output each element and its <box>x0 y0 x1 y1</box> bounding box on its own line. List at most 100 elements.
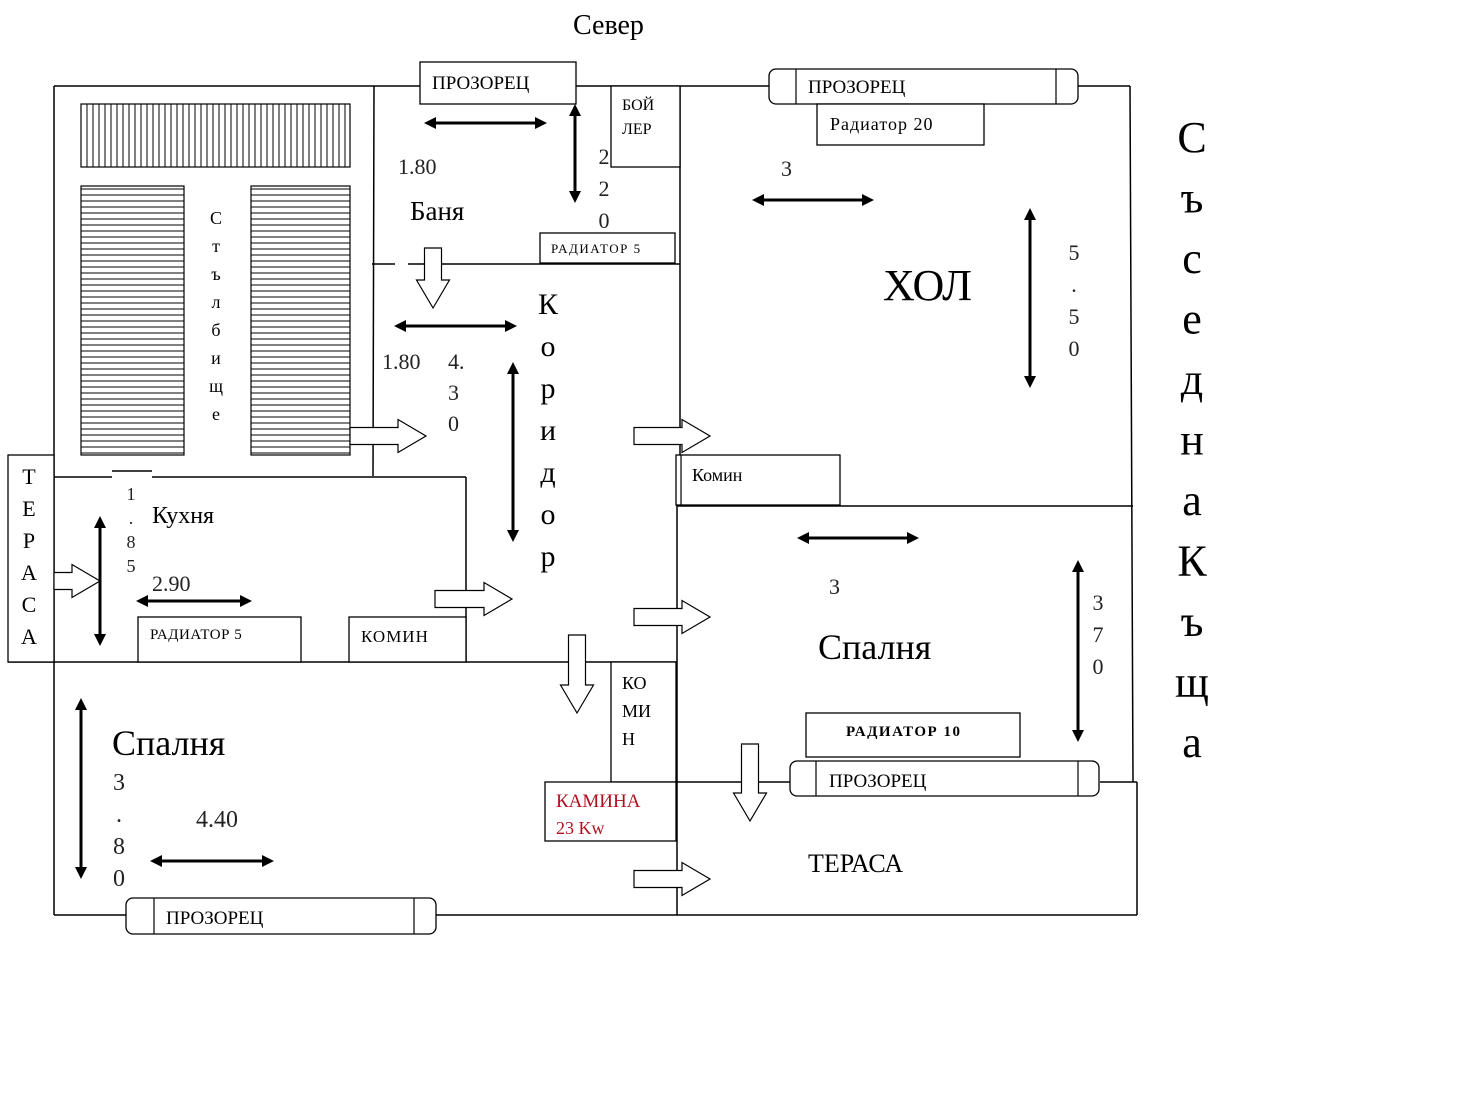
door-arrow-9 <box>633 861 712 897</box>
chimney-center-label-1: КО <box>622 673 647 693</box>
window-bathroom <box>419 61 577 105</box>
dim-bedroom-se-depth: 370 <box>1093 590 1104 679</box>
dim-corridor-length-char: 4. <box>448 349 465 374</box>
staircase-label-char: е <box>212 404 220 424</box>
dim-bath-depth: 2 2 0 <box>599 144 610 233</box>
neighbor-house-label-char: а <box>1182 476 1202 525</box>
dim-kitchen-width: 2.90 <box>152 571 191 596</box>
terrace-west-label-char: А <box>21 560 37 585</box>
window-hall-label: ПРОЗОРЕЦ <box>808 77 906 98</box>
dim-hall-width: 3 <box>781 156 792 181</box>
corridor-label-char: р <box>541 372 556 405</box>
radiator-hall-label: Радиатор 20 <box>830 114 933 134</box>
window-bedroom-sw <box>125 897 437 935</box>
neighbor-house-label-char: С <box>1177 113 1206 162</box>
dim-kitchen-depth-char: . <box>129 508 134 528</box>
dim-bedroom-se-depth-char: 7 <box>1093 622 1104 647</box>
dimension-arrows <box>75 104 1084 879</box>
fireplace-power: 23 Kw <box>556 818 605 838</box>
staircase-label-char: и <box>211 348 221 368</box>
boiler-label-2: ЛЕР <box>622 121 652 138</box>
corridor-label-char: о <box>541 498 556 531</box>
north-label: Север <box>573 10 644 41</box>
room-label-bedroom-se: Спалня <box>818 627 931 667</box>
staircase-label-char: ъ <box>211 264 220 284</box>
boiler-label-1: БОЙ <box>622 95 655 114</box>
chimney-kitchen <box>348 616 467 663</box>
chimney-hall-label: Комин <box>692 465 743 485</box>
terrace-west <box>7 454 55 663</box>
dim-bath-depth-char: 2 <box>599 144 610 169</box>
dim-bath-depth-char: 0 <box>599 208 610 233</box>
dim-kitchen-depth: 1.85 <box>127 484 136 576</box>
dim-hall-depth-char: 5 <box>1069 304 1080 329</box>
dim-bedroom-sw-depth: 3.80 <box>113 770 125 892</box>
corridor-label-char: д <box>540 456 555 489</box>
fireplace <box>544 781 677 842</box>
window-bedroom-sw-label: ПРОЗОРЕЦ <box>166 908 264 929</box>
dim-bedroom-sw-depth-char: 3 <box>113 770 125 796</box>
window-bathroom-label: ПРОЗОРЕЦ <box>432 73 530 94</box>
dim-kitchen-depth-char: 5 <box>127 556 136 576</box>
dim-hall-depth-char: . <box>1071 272 1077 297</box>
door-arrow-6 <box>633 599 712 635</box>
neighbor-house-label-char: е <box>1182 295 1202 344</box>
dim-hall-depth-char: 5 <box>1069 240 1080 265</box>
dim-bedroom-sw-depth-char: . <box>116 802 122 828</box>
neighbor-house-label-char: с <box>1182 234 1202 283</box>
door-arrows <box>53 247 768 897</box>
window-bedroom-se-label: ПРОЗОРЕЦ <box>829 771 927 792</box>
dim-hall-depth-char: 0 <box>1069 336 1080 361</box>
door-arrow-1 <box>415 247 451 310</box>
dim-corridor-length-char: 3 <box>448 380 459 405</box>
chimney-hall <box>675 454 841 506</box>
staircase-label-char: б <box>211 320 220 340</box>
staircase-label-char: щ <box>209 376 223 396</box>
room-label-bedroom-sw: Спалня <box>112 723 225 763</box>
radiator-bathroom-label: РАДИАТОР 5 <box>551 241 642 256</box>
door-arrow-2 <box>349 418 428 454</box>
door-arrow-3 <box>633 418 712 454</box>
corridor-label-char: о <box>541 330 556 363</box>
door-arrow-7 <box>559 634 595 715</box>
window-bedroom-se <box>789 760 1100 797</box>
radiator-kitchen-label: РАДИАТОР 5 <box>150 627 242 643</box>
dim-corridor-length-char: 0 <box>448 411 459 436</box>
staircase-label-char: т <box>212 236 220 256</box>
corridor-label-char: р <box>541 540 556 573</box>
dim-bath-depth-char: 2 <box>599 176 610 201</box>
chimney-kitchen-label: КОМИН <box>361 627 429 646</box>
staircase-label-char: л <box>212 292 221 312</box>
fireplace-label: КАМИНА <box>556 791 641 812</box>
room-label-kitchen: Кухня <box>152 503 214 529</box>
dim-bedroom-se-depth-char: 0 <box>1093 654 1104 679</box>
chimney-center-label-3: Н <box>622 729 635 749</box>
terrace-west-label-char: Р <box>23 528 35 553</box>
dim-corridor-length: 4.30 <box>448 349 465 436</box>
corridor-label-char: К <box>538 288 559 321</box>
stair-block-right <box>250 185 351 456</box>
terrace-west-label-char: Т <box>22 464 36 489</box>
dim-bedroom-sw-width: 4.40 <box>196 807 238 833</box>
dim-hall-depth: 5.50 <box>1069 240 1080 361</box>
neighbor-house-label-char: К <box>1177 537 1207 586</box>
door-arrow-5 <box>434 581 514 617</box>
radiator-hall <box>816 103 985 146</box>
boiler <box>610 85 681 168</box>
dim-bedroom-sw-depth-char: 0 <box>113 866 125 892</box>
stair-block-top <box>80 103 351 168</box>
terrace-west-label-char: С <box>22 592 37 617</box>
terrace-west-label-char: Е <box>22 496 35 521</box>
neighbor-house-label-char: щ <box>1175 658 1209 707</box>
neighbor-house-label-char: ъ <box>1181 597 1204 646</box>
corridor-label-char: и <box>540 414 556 447</box>
chimney-center <box>610 661 677 783</box>
door-arrow-4 <box>53 563 102 599</box>
room-label-terrace-south: ТЕРАСА <box>808 849 903 878</box>
stair-block-left <box>80 185 185 456</box>
dim-kitchen-depth-char: 1 <box>127 484 136 504</box>
